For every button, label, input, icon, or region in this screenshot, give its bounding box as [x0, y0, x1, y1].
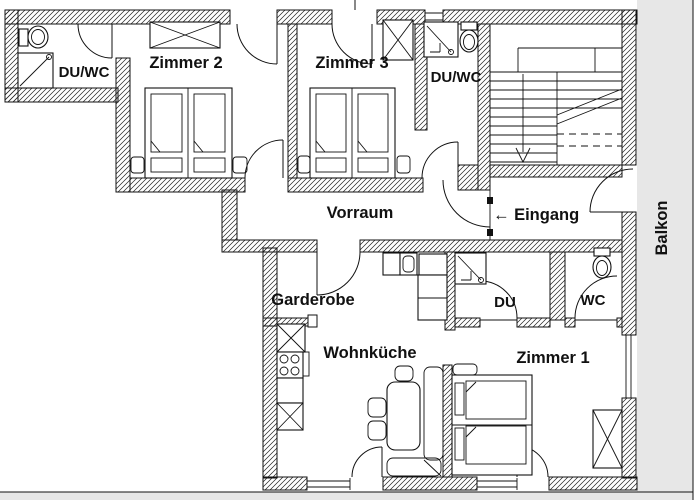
wall-segment [221, 189, 238, 241]
room-label-zimmer3: Zimmer 3 [315, 54, 388, 72]
wall-segment [621, 397, 637, 479]
wardrobe-zimmer1 [592, 409, 623, 469]
doors [77, 23, 634, 478]
door-zimmer3-north [331, 23, 373, 65]
toilet-icon [592, 247, 612, 279]
balcony-area [637, 0, 693, 500]
wall-segment [548, 476, 638, 491]
twin-beds-zimmer2 [130, 87, 248, 179]
bathroom-top-left [17, 25, 54, 89]
twin-beds-zimmer3 [297, 87, 411, 179]
nightstand [297, 155, 311, 174]
kitchen-counter [276, 252, 448, 431]
toilet-icon [18, 25, 49, 49]
wall-segment [549, 251, 566, 321]
door-vorraum-entry [442, 179, 493, 240]
wc-room [592, 247, 612, 279]
nightstand [452, 363, 478, 376]
wall-segment [359, 239, 623, 253]
wardrobe-garderobe [276, 323, 306, 353]
door-wohnkueche-south [351, 446, 383, 478]
wall-segment [516, 317, 551, 328]
chair [367, 420, 387, 441]
door-wc [574, 275, 618, 321]
wall-segment [276, 9, 333, 25]
room-label-duwc-top-left: DU/WC [59, 64, 110, 81]
door-zimmer2-north [236, 23, 278, 65]
wall-segment [4, 87, 119, 103]
wall-segment [442, 9, 638, 25]
wall-segment [489, 164, 623, 178]
wall-segment [262, 247, 278, 479]
nightstand [232, 156, 248, 174]
wall-segment [454, 317, 481, 328]
wall-segment [477, 23, 491, 191]
terrace-strip [0, 492, 637, 500]
walls [4, 9, 638, 491]
wall-segment [621, 211, 637, 336]
shower-icon [423, 21, 459, 58]
room-label-zimmer2: Zimmer 2 [149, 54, 222, 72]
room-label-vorraum: Vorraum [327, 204, 394, 222]
room-label-duwc-top-right: DU/WC [431, 69, 482, 86]
dining-set [367, 365, 444, 477]
door-entrance [589, 168, 634, 213]
wall-segment [616, 317, 623, 328]
wall-post [307, 314, 318, 328]
fridge-counter [417, 253, 448, 321]
wardrobe-zimmer3 [382, 19, 414, 61]
shower-room-du [454, 252, 487, 285]
stairs-direction-arrow [515, 74, 531, 164]
window-top-bath [425, 12, 443, 21]
room-label-du: DU [494, 294, 516, 311]
wardrobe-zimmer2 [149, 21, 221, 49]
door-zimmer2-vorraum [244, 139, 284, 179]
staircase [490, 47, 623, 165]
stair-break-line [556, 88, 623, 125]
wall-segment [287, 177, 424, 193]
wall-segment [287, 23, 298, 179]
wall-segment [457, 164, 479, 191]
entrance-label: ← Eingang [493, 206, 579, 224]
wall-segment [442, 364, 453, 478]
wall-segment [262, 476, 308, 491]
dining-table [386, 381, 421, 451]
corner-bench [386, 366, 444, 477]
window-wohnkueche-south [306, 478, 351, 490]
window-zimmer1-east [622, 334, 636, 399]
room-label-wc: WC [581, 292, 606, 309]
wall-segment [564, 317, 576, 328]
toilet-icon [459, 21, 479, 53]
wall-segment [115, 57, 131, 193]
balcony-label: Balkon [653, 200, 671, 255]
bathroom-top-right [423, 21, 479, 58]
sink-icon [382, 252, 418, 276]
nightstand [130, 156, 145, 174]
nightstand [396, 155, 411, 174]
chair [367, 397, 387, 418]
room-label-zimmer1: Zimmer 1 [516, 349, 589, 367]
shower-icon [17, 52, 54, 89]
chair [394, 365, 414, 382]
wall-segment [621, 9, 637, 166]
kitchen-cabinet [276, 402, 304, 431]
door-bath-top-right [421, 141, 459, 179]
door-garderobe [316, 251, 361, 296]
door-bath-top-left [77, 23, 113, 59]
shower-icon [454, 252, 487, 285]
window-zimmer1-south [476, 478, 518, 490]
room-label-wohnkueche: Wohnküche [323, 344, 416, 362]
kitchen-rack [302, 351, 310, 377]
windows [306, 12, 636, 490]
wall-segment [382, 476, 478, 491]
counter-unit [276, 377, 304, 404]
twin-beds-zimmer1 [451, 363, 533, 476]
room-label-garderobe: Garderobe [271, 291, 354, 309]
